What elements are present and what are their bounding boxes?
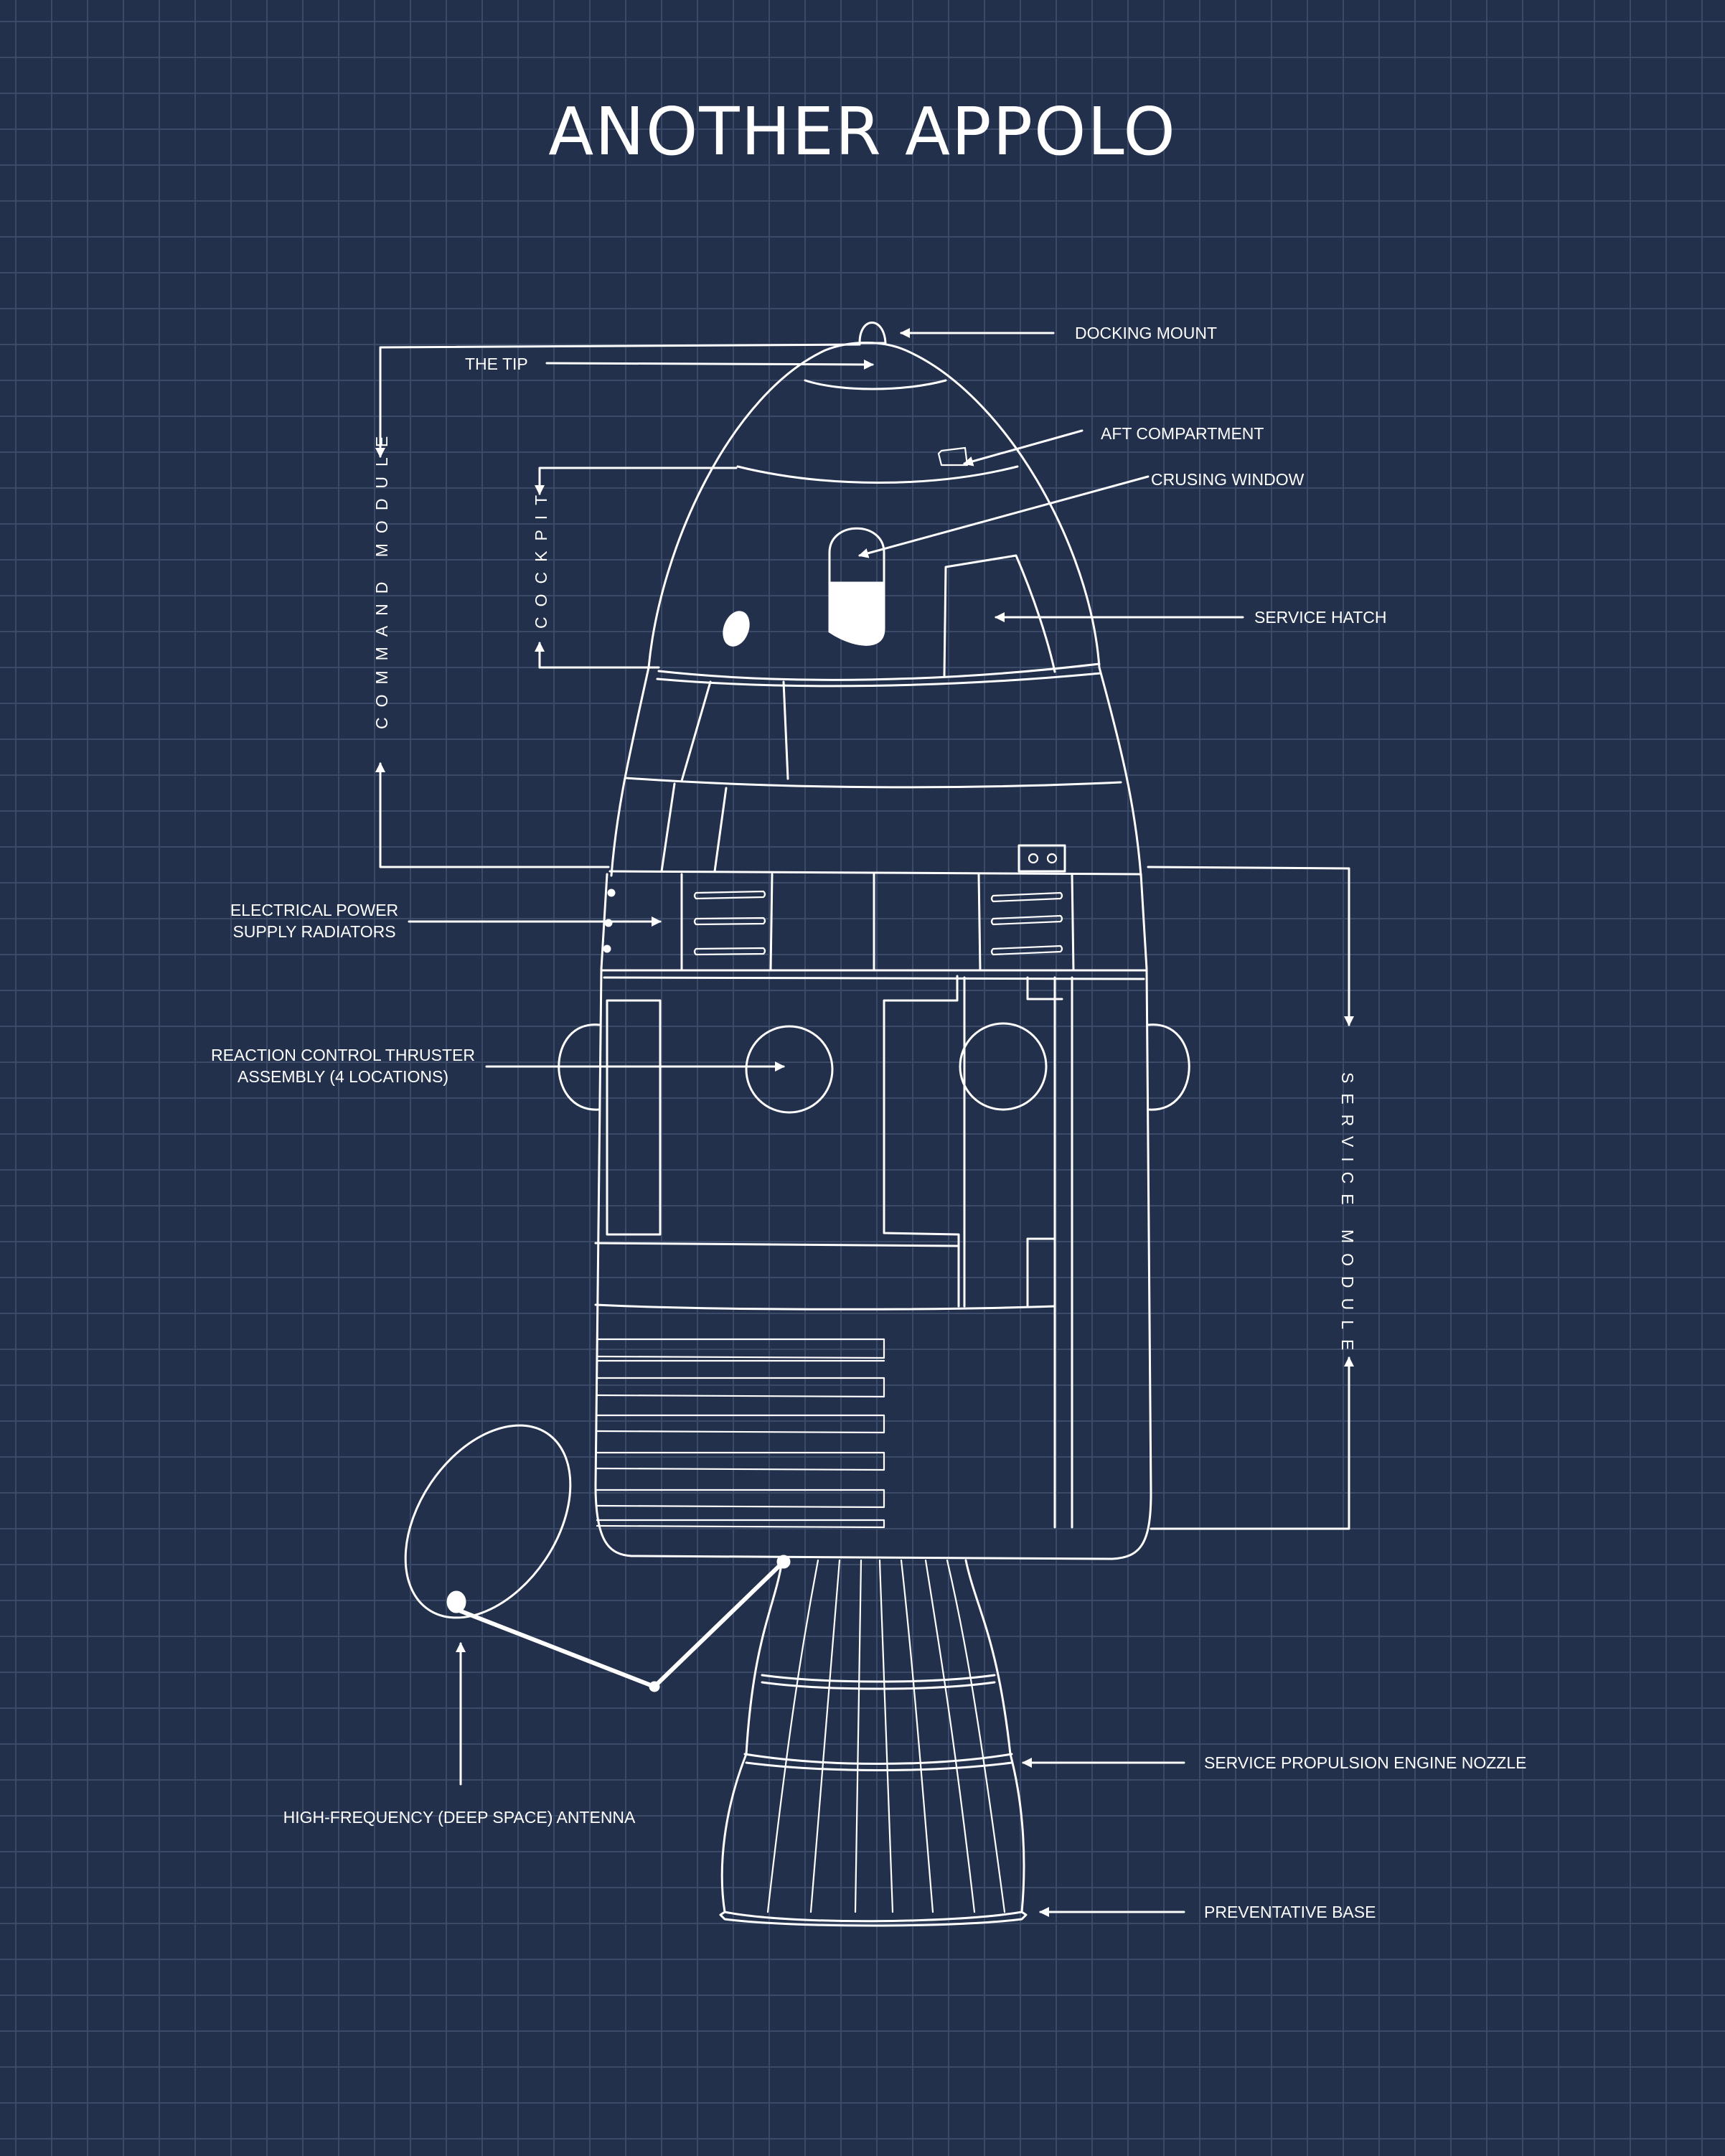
label-the-tip: THE TIP bbox=[465, 355, 528, 373]
crusing-window-arrow bbox=[858, 475, 1150, 558]
aft-compartment-box bbox=[937, 446, 969, 467]
access-plate bbox=[1017, 844, 1066, 873]
page-title: ANOTHER APPOLO bbox=[548, 93, 1177, 170]
aft-compartment-arrow bbox=[963, 429, 1084, 467]
radiator-panels bbox=[680, 873, 1075, 972]
label-antenna: HIGH-FREQUENCY (DEEP SPACE) ANTENNA bbox=[283, 1808, 636, 1827]
service-band-lower bbox=[594, 1303, 1056, 1311]
cockpit-bracket-top bbox=[535, 467, 738, 495]
thruster-right bbox=[1147, 1023, 1190, 1111]
label-crusing-window: CRUSING WINDOW bbox=[1151, 470, 1305, 489]
antenna-joint bbox=[649, 1681, 660, 1692]
cone-panel-lines bbox=[624, 680, 1122, 873]
crusing-window bbox=[828, 527, 885, 584]
cone-base-band bbox=[608, 870, 1141, 876]
service-hatch bbox=[943, 554, 1056, 678]
antenna-feed bbox=[446, 1590, 466, 1613]
label-docking-mount: DOCKING MOUNT bbox=[1075, 324, 1217, 342]
command-module-bracket-top bbox=[375, 343, 861, 458]
label-electrical-power-2: SUPPLY RADIATORS bbox=[232, 922, 395, 941]
label-aft-compartment: AFT COMPARTMENT bbox=[1101, 424, 1264, 443]
service-module-bracket-bottom bbox=[1150, 1356, 1354, 1530]
leader-lines bbox=[375, 328, 1354, 1917]
label-reaction-control-2: ASSEMBLY (4 LOCATIONS) bbox=[238, 1067, 448, 1086]
lower-slots bbox=[596, 1338, 885, 1529]
command-module-bracket-bottom bbox=[375, 762, 610, 868]
radiator-dot bbox=[603, 945, 611, 953]
label-engine-nozzle: SERVICE PROPULSION ENGINE NOZZLE bbox=[1204, 1753, 1526, 1772]
cockpit-band-bottom-2 bbox=[656, 672, 1102, 688]
side-port bbox=[723, 611, 750, 647]
label-reaction-control-1: REACTION CONTROL THRUSTER bbox=[211, 1046, 475, 1064]
docking-mount bbox=[858, 322, 887, 345]
reaction-control-thruster bbox=[745, 1025, 834, 1114]
command-module-outline bbox=[610, 342, 1142, 877]
label-preventative-base: PREVENTATIVE BASE bbox=[1204, 1903, 1376, 1921]
engine-nozzle-ribs bbox=[766, 1559, 1006, 1913]
label-cockpit: COCKPIT bbox=[532, 485, 550, 629]
spacecraft-drawing bbox=[404, 322, 1190, 1927]
tip-band bbox=[804, 379, 947, 390]
service-panel-left bbox=[594, 999, 959, 1247]
reaction-control-thruster bbox=[959, 1022, 1048, 1111]
label-service-module: SERVICE MODULE bbox=[1338, 1072, 1357, 1360]
cockpit-bracket-bottom bbox=[535, 642, 660, 669]
service-module-bracket-top bbox=[1147, 866, 1354, 1026]
callout-labels: DOCKING MOUNT THE TIP AFT COMPARTMENT CR… bbox=[211, 324, 1526, 1921]
antenna-joint bbox=[776, 1555, 791, 1569]
label-service-hatch: SERVICE HATCH bbox=[1254, 608, 1386, 627]
access-plate-bolt bbox=[1028, 853, 1039, 864]
engine-nozzle-bands bbox=[719, 1674, 1028, 1927]
label-electrical-power-1: ELECTRICAL POWER bbox=[230, 901, 398, 919]
service-panel-right bbox=[883, 975, 1073, 1529]
the-tip-arrow bbox=[545, 359, 874, 370]
cockpit-band-bottom bbox=[657, 662, 1101, 681]
cockpit-band-top bbox=[736, 465, 1019, 484]
radiator-dot bbox=[607, 889, 616, 897]
antenna-dish bbox=[404, 1424, 572, 1619]
crusing-window-fill bbox=[828, 581, 885, 646]
service-module-inner-line bbox=[603, 976, 1145, 980]
engine-nozzle-outline bbox=[720, 1559, 1025, 1923]
radiator-slots bbox=[693, 890, 1063, 956]
service-module-body bbox=[594, 969, 1152, 1560]
access-plate-bolt bbox=[1046, 853, 1058, 864]
label-command-module: COMMAND MODULE bbox=[372, 426, 391, 729]
